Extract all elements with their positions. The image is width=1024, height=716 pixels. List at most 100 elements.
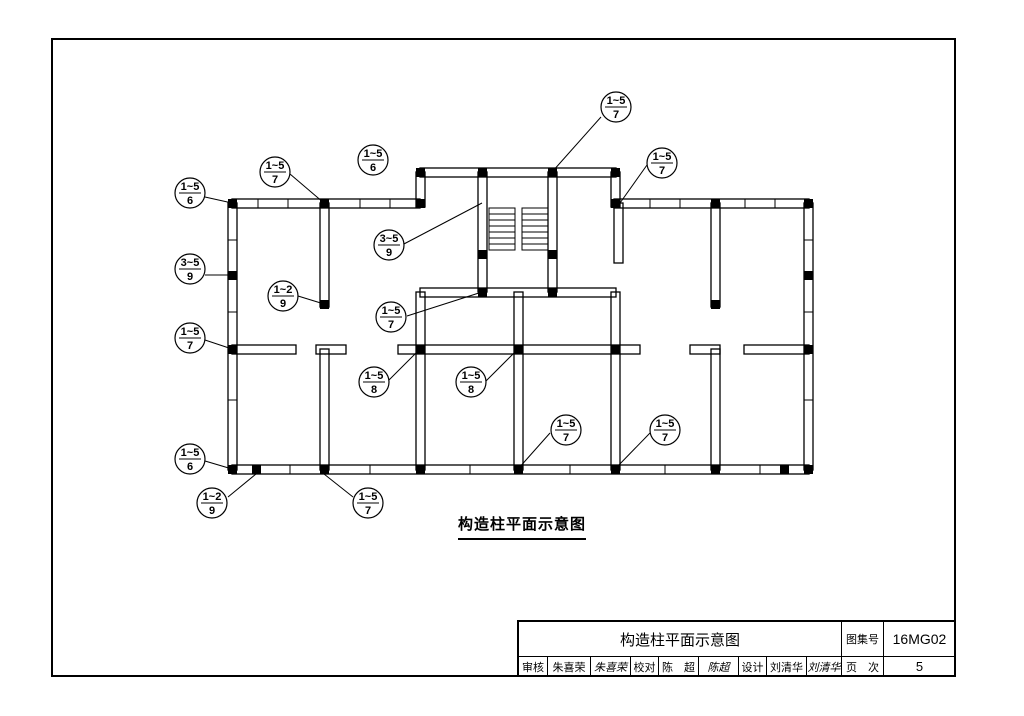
column [611,168,620,177]
column [804,271,813,280]
wall [477,171,488,293]
column [416,199,425,208]
column [416,345,425,354]
wall [710,348,721,471]
checker-signature: 陈超 [699,657,739,677]
column [514,345,523,354]
wall [319,348,330,471]
callout: 1~5 7 [600,91,632,123]
callout-top: 1~5 [607,95,626,107]
checker-name: 陈 超 [659,657,699,677]
column [228,199,237,208]
outer-walls [227,198,814,475]
design-label: 设计 [739,657,767,677]
column [611,199,620,208]
wall [710,202,721,308]
callout-top: 3~5 [380,233,399,245]
callout-bottom: 7 [365,505,371,517]
wall [613,202,624,264]
wall [547,171,558,293]
callout-bottom: 6 [187,195,193,207]
column [228,271,237,280]
callout-bottom: 7 [613,109,619,121]
callouts: 1~5 7 1~5 6 1~5 7 1~5 7 1~5 6 [174,91,681,519]
column [711,465,720,474]
callout: 3~5 9 [174,253,206,285]
wall [419,167,617,178]
column [611,345,620,354]
designer-name: 刘清华 [767,657,807,677]
column [548,250,557,259]
callout-top: 1~5 [557,418,576,430]
column [711,300,720,309]
callout-top: 1~5 [364,148,383,160]
interior-walls [231,202,810,471]
drawing-frame [51,38,956,677]
callout: 1~5 6 [357,144,389,176]
wall [610,291,621,471]
callout: 1~2 9 [196,487,228,519]
callout-bottom: 6 [187,461,193,473]
callout: 1~5 7 [174,322,206,354]
column [320,300,329,309]
callout: 1~5 6 [174,443,206,475]
column [804,199,813,208]
column [514,465,523,474]
drawing-title: 构造柱平面示意图 [458,513,587,540]
page-label: 页 次 [842,657,884,677]
callout-top: 1~5 [266,160,285,172]
wall-ticks [228,199,813,474]
column [548,168,557,177]
callout: 1~5 6 [174,177,206,209]
callout: 1~5 8 [455,366,487,398]
callout-bottom: 9 [209,505,215,517]
wall [231,344,297,355]
column [711,199,720,208]
designer-signature: 刘清华 [807,657,842,677]
leader-lines [204,116,651,498]
column [228,465,237,474]
column [320,199,329,208]
columns [228,168,813,474]
callout-top: 1~5 [181,326,200,338]
title-block: 构造柱平面示意图 图集号 16MG02 审核 朱喜荣 朱喜荣 校对 陈 超 陈超… [517,620,956,677]
callout: 1~5 7 [259,156,291,188]
reviewer-signature: 朱喜荣 [591,657,631,677]
column [804,345,813,354]
check-label: 校对 [631,657,659,677]
callout: 1~5 8 [358,366,390,398]
callout-bottom: 7 [662,432,668,444]
wall [415,291,426,471]
column [228,345,237,354]
callout-top: 1~5 [365,370,384,382]
column [780,465,789,474]
callout-top: 1~5 [653,151,672,163]
atlas-no: 16MG02 [884,622,956,657]
wall [227,202,238,471]
callout: 1~5 7 [649,414,681,446]
callout-bottom: 8 [468,384,474,396]
callout-bottom: 9 [280,298,286,310]
callout: 1~2 9 [267,280,299,312]
stair-walls [415,167,621,293]
column [252,465,261,474]
stair [488,207,549,251]
callout-top: 1~5 [382,305,401,317]
column [416,168,425,177]
callout: 1~5 7 [646,147,678,179]
column [548,288,557,297]
callout-top: 1~5 [462,370,481,382]
callout-bottom: 7 [187,340,193,352]
callout-bottom: 9 [187,271,193,283]
title-block-title: 构造柱平面示意图 [519,622,842,657]
callout: 1~5 7 [352,487,384,519]
callout: 3~5 9 [373,229,405,261]
column [804,465,813,474]
column [478,168,487,177]
callout: 1~5 7 [375,301,407,333]
callout-bottom: 7 [659,165,665,177]
page-number: 5 [884,657,956,677]
column [416,465,425,474]
wall [513,291,524,471]
